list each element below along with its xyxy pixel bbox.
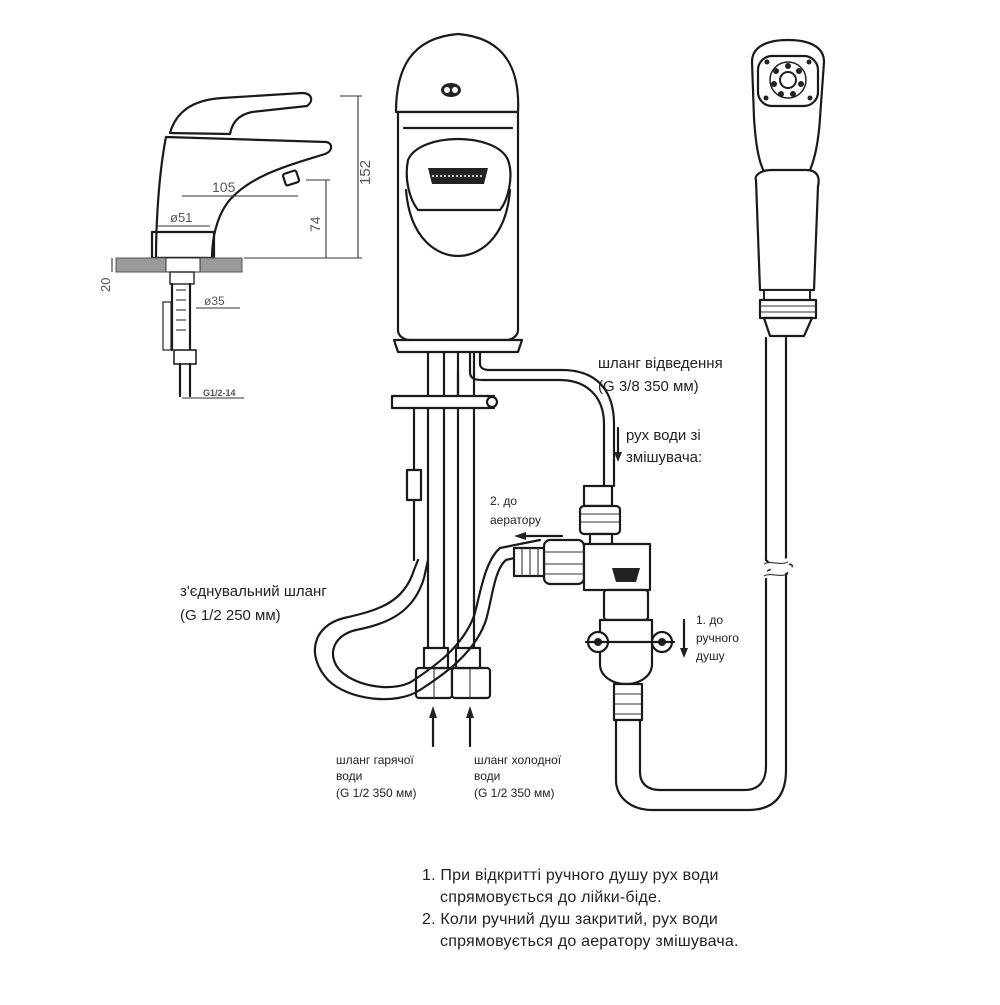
dim-height-total: 152 xyxy=(357,160,374,185)
dim-thread: G1/2-14 xyxy=(203,388,236,398)
note-line: спрямовується до лійки-біде. xyxy=(440,889,662,906)
svg-text:(G 1/2 250 мм): (G 1/2 250 мм) xyxy=(180,607,281,624)
dimension-drawing: 152 105 74 ø51 20 ø35 G1/2-14 xyxy=(98,91,374,399)
dim-mount-thickness: 20 xyxy=(98,278,113,292)
shower-hose xyxy=(614,336,794,812)
svg-text:ручного: ручного xyxy=(696,631,739,645)
svg-text:рух води зі: рух води зі xyxy=(626,427,701,444)
svg-text:1. до: 1. до xyxy=(696,613,723,627)
label-connecting-hose: з'єднувальний шланг (G 1/2 250 мм) xyxy=(180,583,327,624)
svg-text:води: води xyxy=(474,769,500,783)
svg-text:аератору: аератору xyxy=(490,513,541,527)
mounting-plate xyxy=(115,257,243,273)
note-line: спрямовується до аератору змішувача. xyxy=(440,933,739,950)
label-outlet-hose: шланг відведення (G 3/8 350 мм) xyxy=(598,355,723,395)
note-line: 1. При відкритті ручного душу рух води xyxy=(422,867,719,884)
label-hot-hose: шланг гарячої води (G 1/2 350 мм) xyxy=(336,753,417,800)
diverter-valve xyxy=(512,504,676,722)
hand-shower xyxy=(750,38,826,338)
label-flow-from-mixer: рух води зі змішувача: xyxy=(626,427,702,466)
outlet-hose xyxy=(456,350,616,508)
svg-text:(G 1/2 350 мм): (G 1/2 350 мм) xyxy=(336,786,417,800)
indicator-icon xyxy=(441,83,461,97)
mixer-supply-hoses xyxy=(390,350,499,700)
svg-text:з'єднувальний шланг: з'єднувальний шланг xyxy=(180,583,327,600)
dim-hole: ø35 xyxy=(204,294,225,308)
label-to-hand-shower: 1. до ручного душу xyxy=(696,613,739,663)
svg-text:шланг холодної: шланг холодної xyxy=(474,753,562,767)
label-to-aerator: 2. до аератору xyxy=(490,494,541,527)
flow-arrows xyxy=(429,426,688,748)
mounting-stud xyxy=(162,271,197,398)
svg-text:2. до: 2. до xyxy=(490,494,517,508)
faucet-side-profile xyxy=(150,91,333,260)
svg-text:(G 3/8 350 мм): (G 3/8 350 мм) xyxy=(598,378,699,395)
svg-text:змішувача:: змішувача: xyxy=(626,449,702,466)
label-cold-hose: шланг холодної води (G 1/2 350 мм) xyxy=(474,753,562,800)
dimension-lines xyxy=(111,95,362,399)
svg-text:шланг відведення: шланг відведення xyxy=(598,355,723,372)
svg-text:душу: душу xyxy=(696,649,725,663)
mixer-front-view xyxy=(392,32,524,354)
svg-text:шланг гарячої: шланг гарячої xyxy=(336,753,414,767)
note-line: 2. Коли ручний душ закритий, рух води xyxy=(422,911,718,928)
spray-nozzles-icon xyxy=(763,59,813,101)
dim-spout-height: 74 xyxy=(307,216,323,232)
dim-reach: 105 xyxy=(212,179,236,195)
dim-diameter: ø51 xyxy=(170,210,192,225)
notes: 1. При відкритті ручного душу рух води с… xyxy=(422,867,739,950)
connecting-hose-loop xyxy=(313,538,542,701)
svg-text:(G 1/2 350 мм): (G 1/2 350 мм) xyxy=(474,786,555,800)
svg-text:води: води xyxy=(336,769,362,783)
